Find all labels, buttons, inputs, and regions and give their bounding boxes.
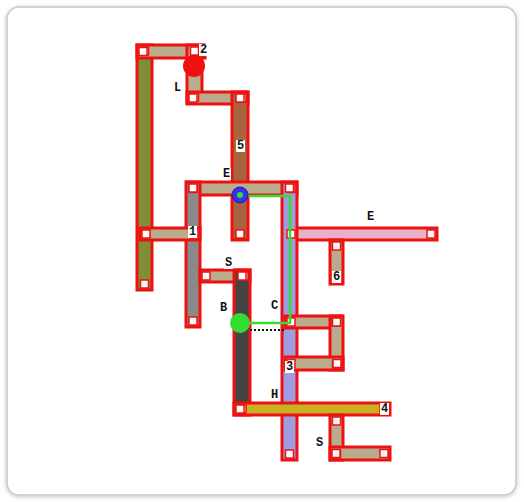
map-label: E — [222, 168, 231, 180]
map-label: S — [224, 257, 233, 269]
corridor-cap — [333, 417, 341, 425]
corridor-cap — [141, 280, 149, 288]
map-label: 6 — [332, 271, 341, 283]
frame — [7, 7, 516, 495]
map-label: 3 — [285, 361, 294, 373]
goal-marker — [230, 313, 250, 333]
corridor — [186, 182, 200, 327]
corridor-cap — [333, 360, 341, 368]
corridor-cap — [286, 450, 294, 458]
corridor — [330, 415, 343, 460]
corridor-cap — [427, 230, 435, 238]
start-dot — [237, 192, 243, 198]
corridor-cap — [236, 405, 244, 413]
map-label: C — [270, 300, 279, 312]
corridor — [232, 92, 248, 240]
corridor — [234, 403, 390, 415]
map-label: E — [366, 211, 375, 223]
corridor-cap — [189, 94, 197, 102]
corridor — [187, 92, 248, 104]
corridor-cap — [189, 184, 197, 192]
agent-marker — [183, 55, 205, 77]
corridor-cap — [142, 230, 150, 238]
corridor-cap — [189, 185, 197, 193]
corridor — [285, 228, 437, 240]
dotted-link — [250, 329, 284, 331]
map-label: S — [315, 437, 324, 449]
corridor — [234, 270, 250, 415]
corridor — [330, 447, 390, 460]
map-label: 1 — [188, 226, 197, 238]
start-marker — [232, 187, 248, 203]
map-label: 4 — [380, 403, 389, 415]
corridor-cap — [333, 450, 341, 458]
corridor — [285, 316, 342, 328]
corridor-cap — [332, 450, 340, 458]
map-label: L — [173, 82, 182, 94]
corridor-cap — [238, 272, 246, 280]
corridor-cap — [189, 317, 197, 325]
route-path — [240, 196, 290, 323]
map-label: B — [219, 302, 228, 314]
map-label: H — [270, 389, 279, 401]
corridor-cap — [333, 360, 341, 368]
corridor-cap — [333, 318, 341, 326]
map-label: 5 — [236, 140, 245, 152]
corridor-cap — [286, 184, 294, 192]
corridor — [330, 316, 343, 370]
corridor-cap — [202, 272, 210, 280]
corridor-cap — [139, 48, 147, 56]
corridor-cap — [380, 450, 388, 458]
corridor-cap — [236, 94, 244, 102]
corridor — [200, 270, 250, 282]
corridor-cap — [236, 230, 244, 238]
corridor-cap — [332, 318, 340, 326]
map-label: 2 — [199, 44, 208, 56]
corridor-cap — [191, 47, 199, 55]
corridor-cap — [333, 242, 341, 250]
corridor — [137, 45, 152, 290]
corridor — [330, 240, 343, 284]
